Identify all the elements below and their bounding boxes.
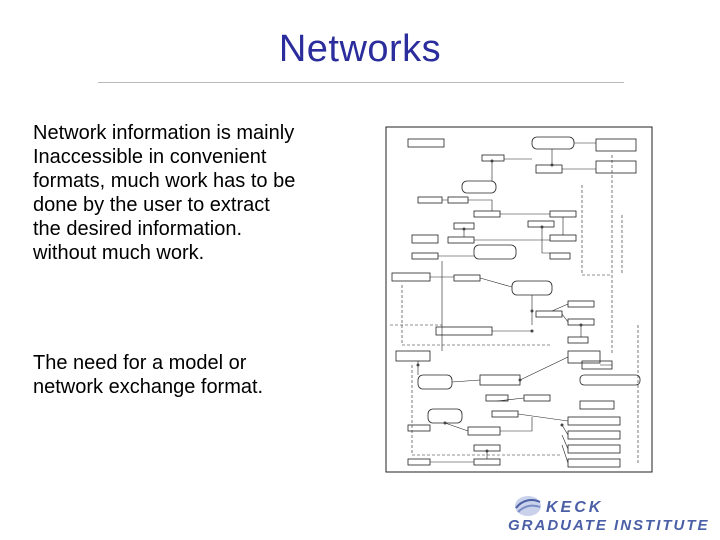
logo-line-2: GRADUATE INSTITUTE — [508, 517, 710, 534]
slide-title: Networks — [278, 28, 442, 70]
body-paragraph-1: Network information is mainly Inaccessib… — [33, 121, 363, 265]
title-divider — [98, 82, 624, 83]
logo-line-1: KECK — [546, 499, 604, 516]
paragraph-1-text: Network information is mainly Inaccessib… — [33, 122, 296, 264]
pathway-diagram-image — [382, 125, 657, 480]
body-paragraph-2: The need for a model or network exchange… — [33, 352, 264, 398]
keck-globe-logo-icon — [515, 496, 541, 516]
